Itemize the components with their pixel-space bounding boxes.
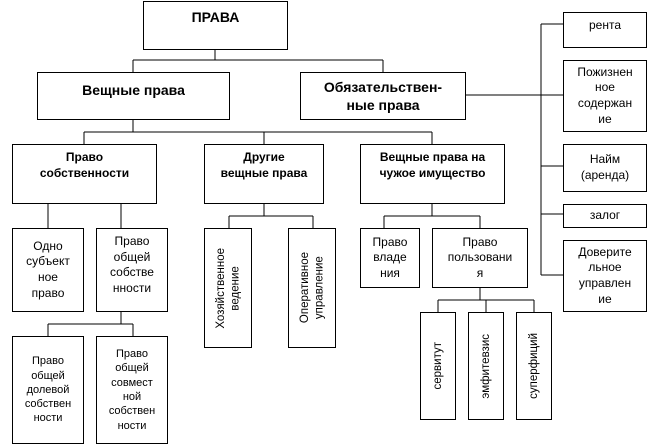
economic-management-label: Хозяйственное ведение [214,247,241,329]
obligation-rent: рента [563,12,647,48]
obligation-rights-node: Обязательствен- ные права [300,72,466,120]
servitude-node: сервитут [420,312,456,420]
joint-ownership-node: Право общей совмест ной собствен ности [96,336,168,444]
real-rights-node: Вещные права [37,72,230,120]
operational-management-label: Оперативное управление [298,252,325,324]
emphyteusis-node: эмфитевзис [468,312,504,420]
obligation-lease: Найм (аренда) [563,144,647,192]
ownership-node: Право собственности [12,144,157,204]
other-real-rights-node: Другие вещные права [204,144,324,204]
obligation-trust-management: Доверите льное управлен ие [563,240,647,312]
shared-ownership-node: Право общей долевой собствен ности [12,336,84,444]
superficies-label: суперфиций [527,333,540,399]
superficies-node: суперфиций [516,312,552,420]
obligation-pledge: залог [563,204,647,228]
emphyteusis-label: эмфитевзис [479,333,492,399]
obligation-life-maintenance: Пожизнен ное содержан ие [563,60,647,132]
servitude-label: сервитут [431,342,444,390]
right-of-use-node: Право пользовани я [432,228,528,288]
economic-management-node: Хозяйственное ведение [204,228,252,348]
sole-ownership-node: Одно субъект ное право [12,228,84,312]
right-of-possession-node: Право владе ния [360,228,420,288]
rights-in-others-property-node: Вещные права на чужое имущество [360,144,505,204]
common-ownership-node: Право общей собстве нности [96,228,168,312]
operational-management-node: Оперативное управление [288,228,336,348]
root-node: ПРАВА [143,1,288,50]
